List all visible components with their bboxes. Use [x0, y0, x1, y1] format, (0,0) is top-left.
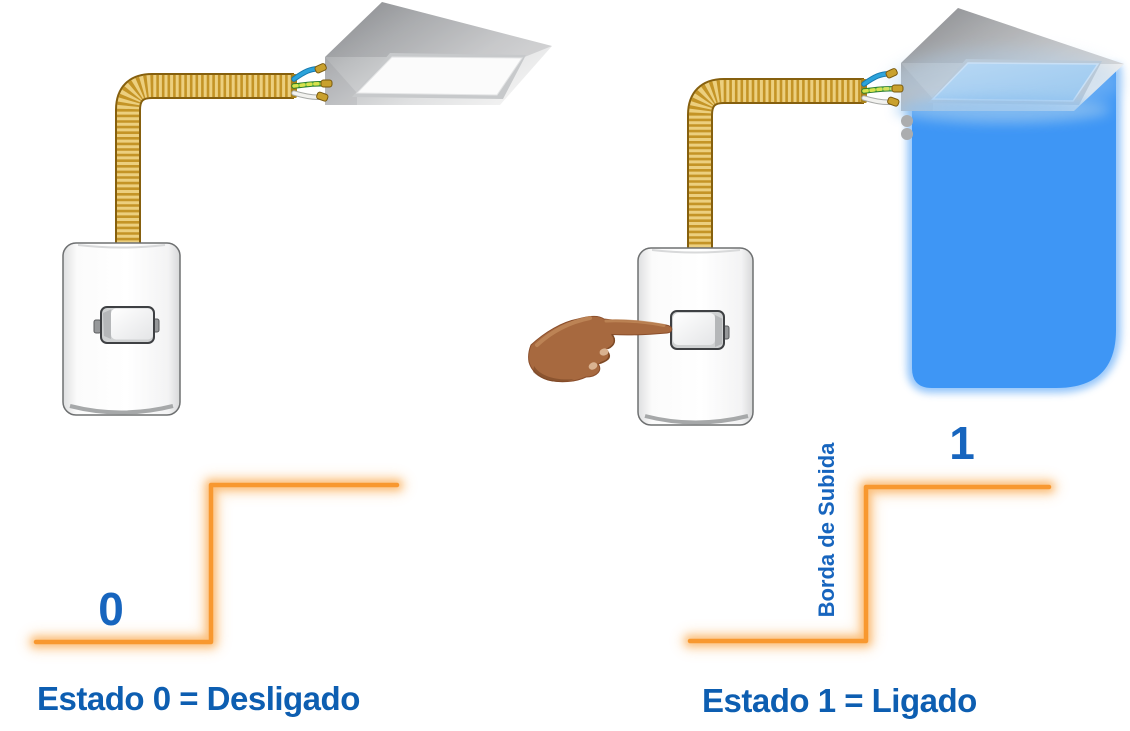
left-scene [62, 2, 552, 416]
state-1-label: 1 [949, 417, 975, 469]
light-switch-left [62, 242, 181, 416]
ceiling-light-on-icon [887, 8, 1124, 123]
left-caption: Estado 0 = Desligado [37, 680, 360, 717]
ceiling-light-off-icon [325, 2, 552, 105]
light-switch-right [637, 247, 754, 426]
conduit-right-icon [687, 78, 867, 250]
rocker-right [670, 310, 730, 350]
right-caption: Estado 1 = Ligado [702, 682, 977, 719]
plate-bottom-shadow [69, 404, 174, 415]
terminals-right-icon [885, 68, 904, 107]
rocker-left [93, 306, 160, 344]
pointing-hand-icon [528, 315, 673, 383]
right-scene [528, 8, 1124, 426]
diffuser-off [355, 56, 523, 96]
plate-bottom-shadow [644, 414, 749, 425]
signal-step-right [680, 477, 1059, 651]
screw-dots-icon [901, 115, 913, 140]
terminals-left-icon [314, 63, 333, 102]
fingernail [599, 348, 609, 356]
state-0-label: 0 [98, 583, 124, 635]
fingernail [588, 362, 598, 370]
signal-step-left [26, 475, 407, 652]
conduit-left-icon [115, 73, 297, 246]
rising-edge-label: Borda de Subida [814, 442, 839, 618]
light-beam [907, 65, 1121, 393]
